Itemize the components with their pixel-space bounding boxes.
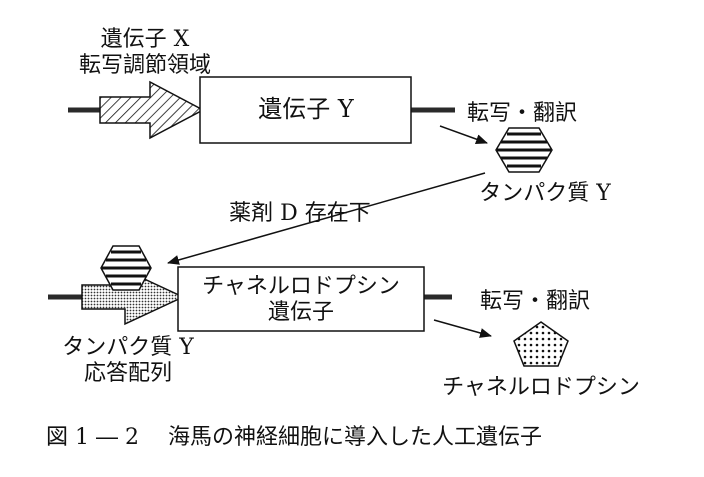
transcription-translation-top: 転写・翻訳 xyxy=(467,101,577,126)
protein-y-label: タンパク質 Y xyxy=(479,181,611,206)
drug-d-label: 薬剤 D 存在下 xyxy=(229,201,371,226)
channelrhodopsin-gene-label-line1: チャネルロドプシン xyxy=(202,274,400,299)
channelrhodopsin-gene-box xyxy=(177,266,425,332)
response-element-label-line2: 応答配列 xyxy=(84,361,172,386)
arrow-to-channelrhodopsin xyxy=(433,319,492,338)
gene-x-label-line2: 転写調節領域 xyxy=(79,53,211,78)
transcription-translation-bottom: 転写・翻訳 xyxy=(480,289,590,314)
protein-y-hexagon-icon xyxy=(495,127,553,173)
bound-protein-y-hexagon-icon xyxy=(100,245,152,291)
figure-caption: 図 1 ― 2 海馬の神経細胞に導入した人工遺伝子 xyxy=(46,425,542,450)
channelrhodopsin-pentagon-icon xyxy=(513,321,569,367)
arrow-drug-binding xyxy=(167,172,486,265)
arrow-to-protein-y xyxy=(439,125,488,144)
gene-y-label: 遺伝子 Y xyxy=(258,95,355,123)
channelrhodopsin-gene-label-line2: 遺伝子 xyxy=(268,300,334,325)
channelrhodopsin-protein-label: チャネルロドプシン xyxy=(442,375,640,400)
response-element-label-line1: タンパク質 Y xyxy=(62,335,194,360)
gene-x-label-line1: 遺伝子 X xyxy=(101,27,190,52)
gene-y-box xyxy=(199,76,412,144)
gene-x-regulatory-arrow xyxy=(99,80,205,140)
